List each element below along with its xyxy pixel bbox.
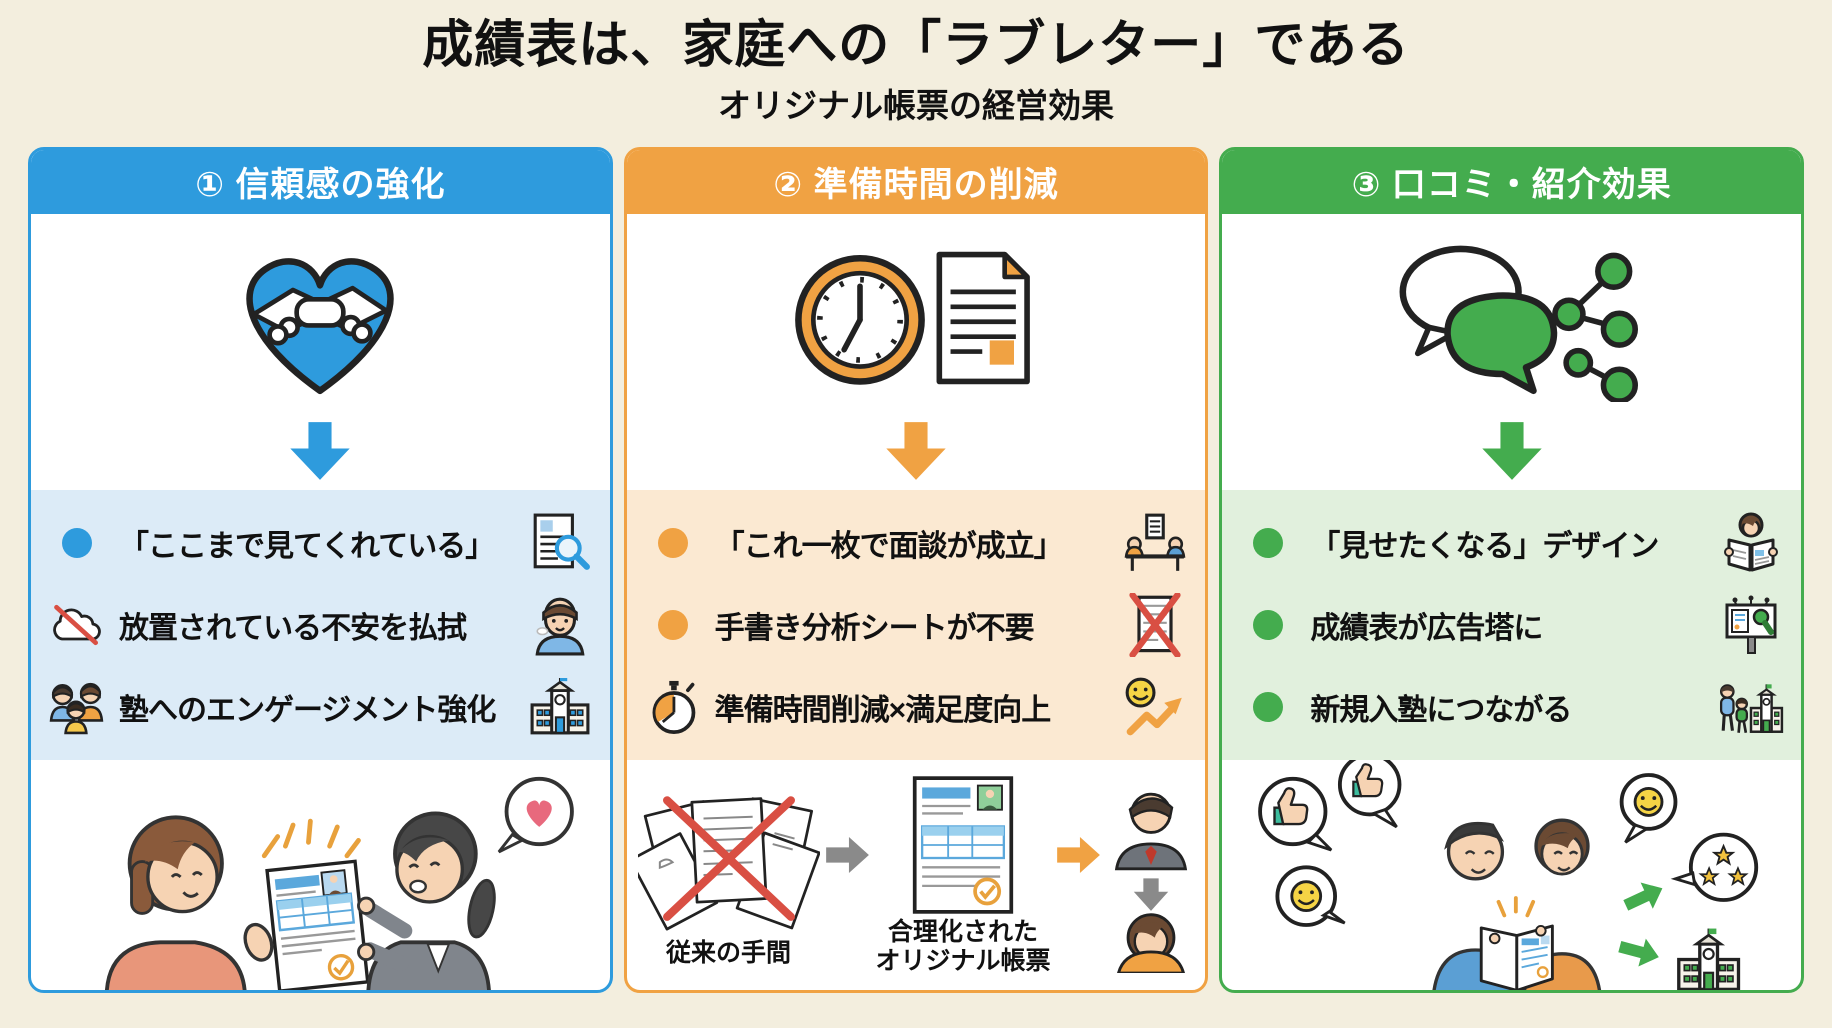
card-word-of-mouth: ③ 口コミ・紹介効果	[1219, 146, 1805, 993]
process-people	[1107, 777, 1195, 973]
smiley-bubble	[1619, 772, 1678, 844]
gray-right-arrow-icon	[825, 836, 869, 873]
down-arrow-icon	[290, 421, 351, 480]
bullet-text: 成績表が広告塔に	[1310, 611, 1543, 645]
card-time-saving-icon-zone	[627, 214, 1206, 422]
card-trust-header: ① 信頼感の強化	[31, 149, 610, 214]
sparkle-lines	[1496, 895, 1535, 917]
card-trust: ① 信頼感の強化 「ここまで見てくれている」	[28, 146, 613, 993]
down-arrow-icon	[886, 421, 946, 480]
card-word-of-mouth-icon-zone	[1222, 214, 1801, 422]
no-neglect-cloud-icon	[53, 604, 101, 645]
stopwatch-icon	[652, 680, 696, 734]
family-icon	[49, 682, 104, 734]
mother-figure	[1522, 818, 1601, 990]
bullet-row: 成績表が広告塔に	[1222, 584, 1801, 666]
thumbs-up-bubble	[1257, 776, 1332, 852]
report-card	[265, 859, 370, 990]
bullet-text: 「ここまで見てくれている」	[119, 529, 495, 563]
card-word-of-mouth-header: ③ 口コミ・紹介効果	[1222, 149, 1802, 214]
speech-bubbles-share-icon	[1399, 245, 1638, 402]
bullet-row: 手書き分析シートが不要	[627, 584, 1206, 666]
card-trust-bullets: 「ここまで見てくれている」	[31, 489, 610, 760]
card-trust-illustration	[31, 760, 610, 990]
sparkle-lines	[262, 818, 362, 858]
parent-figure	[105, 815, 274, 990]
process-before-label: 従来の手間	[665, 938, 791, 967]
bullet-dot-icon	[1253, 609, 1284, 640]
crossed-out-sheet-icon	[1129, 592, 1181, 657]
bullet-row: 「ここまで見てくれている」	[31, 502, 610, 584]
heart-handshake-icon	[246, 257, 394, 394]
clock-document-icon	[795, 251, 1030, 385]
school-building	[1676, 928, 1740, 990]
messy-papers-crossed-icon	[637, 796, 820, 931]
streamlined-report-icon	[912, 776, 1014, 914]
bullet-row: 「見せたくなる」デザイン	[1222, 502, 1801, 584]
bullet-dot-icon	[1253, 527, 1284, 558]
bullet-text: 準備時間削減×満足度向上	[714, 693, 1052, 727]
bullet-text: 「見せたくなる」デザイン	[1310, 529, 1659, 563]
card-trust-icon-zone	[31, 214, 610, 422]
card-time-saving: ② 準備時間の削減	[623, 146, 1209, 993]
bullet-text: 「これ一枚で面談が成立」	[714, 529, 1064, 563]
billboard-icon	[1725, 595, 1777, 654]
card-time-saving-header: ② 準備時間の削減	[626, 149, 1206, 214]
school-icon	[530, 677, 590, 735]
interview-meeting-icon	[1125, 513, 1186, 571]
page-title: 成績表は、家庭への「ラブレター」である	[422, 16, 1410, 73]
process-after: 合理化された オリジナル帳票	[876, 774, 1051, 976]
family-to-school-icon	[1720, 683, 1784, 733]
thumbs-up-bubble	[1337, 759, 1402, 828]
orange-right-arrow-icon	[1056, 836, 1100, 873]
card-word-of-mouth-bullets: 「見せたくなる」デザイン	[1222, 489, 1802, 760]
down-arrow-icon	[1481, 421, 1542, 480]
bullet-text: 放置されている不安を払拭	[119, 611, 467, 645]
card-trust-arrow-zone	[31, 421, 610, 490]
report-booklet	[1479, 924, 1554, 990]
bullet-dot-icon	[657, 609, 688, 640]
green-referral-arrows	[1617, 882, 1663, 967]
heart-speech-bubble	[498, 776, 575, 853]
teacher-to-parent-icon	[1114, 792, 1187, 973]
bullet-dot-icon	[657, 527, 688, 558]
process-before: 従来の手間	[637, 782, 820, 968]
smiley-growth-arrow-icon	[1125, 677, 1183, 735]
card-word-of-mouth-illustration	[1222, 759, 1801, 990]
bullet-row: 塾へのエンゲージメント強化	[31, 666, 610, 748]
bullet-dot-icon	[1253, 691, 1284, 722]
cards-row: ① 信頼感の強化 「ここまで見てくれている」	[28, 146, 1805, 993]
bullet-row: 「これ一枚で面談が成立」	[627, 502, 1206, 584]
bullet-text: 手書き分析シートが不要	[714, 611, 1035, 645]
bullet-row: 放置されている不安を払拭	[31, 584, 610, 666]
teacher-figure	[357, 811, 497, 990]
bullet-text: 塾へのエンゲージメント強化	[119, 693, 496, 727]
bullet-text: 新規入塾につながる	[1310, 693, 1572, 727]
page-subtitle: オリジナル帳票の経営効果	[718, 86, 1114, 124]
parents-word-of-mouth-illustration	[1257, 759, 1758, 990]
parent-reading-report-icon	[1724, 512, 1779, 572]
card-time-saving-bullets: 「これ一枚で面談が成立」	[626, 489, 1206, 760]
stars-bubble	[1670, 832, 1758, 902]
smiley-bubble	[1275, 865, 1346, 927]
bullet-row: 新規入塾につながる	[1222, 666, 1801, 748]
card-time-saving-arrow-zone	[627, 421, 1206, 490]
process-after-label: 合理化された オリジナル帳票	[875, 917, 1051, 975]
card-time-saving-process: 従来の手間	[627, 760, 1206, 990]
relieved-student-icon	[535, 597, 585, 656]
bullet-row: 準備時間削減×満足度向上	[627, 666, 1206, 748]
card-word-of-mouth-arrow-zone	[1222, 421, 1801, 490]
report-magnifier-icon	[533, 513, 590, 570]
bullet-dot-icon	[62, 527, 92, 558]
teacher-showing-report-illustration	[105, 776, 575, 990]
